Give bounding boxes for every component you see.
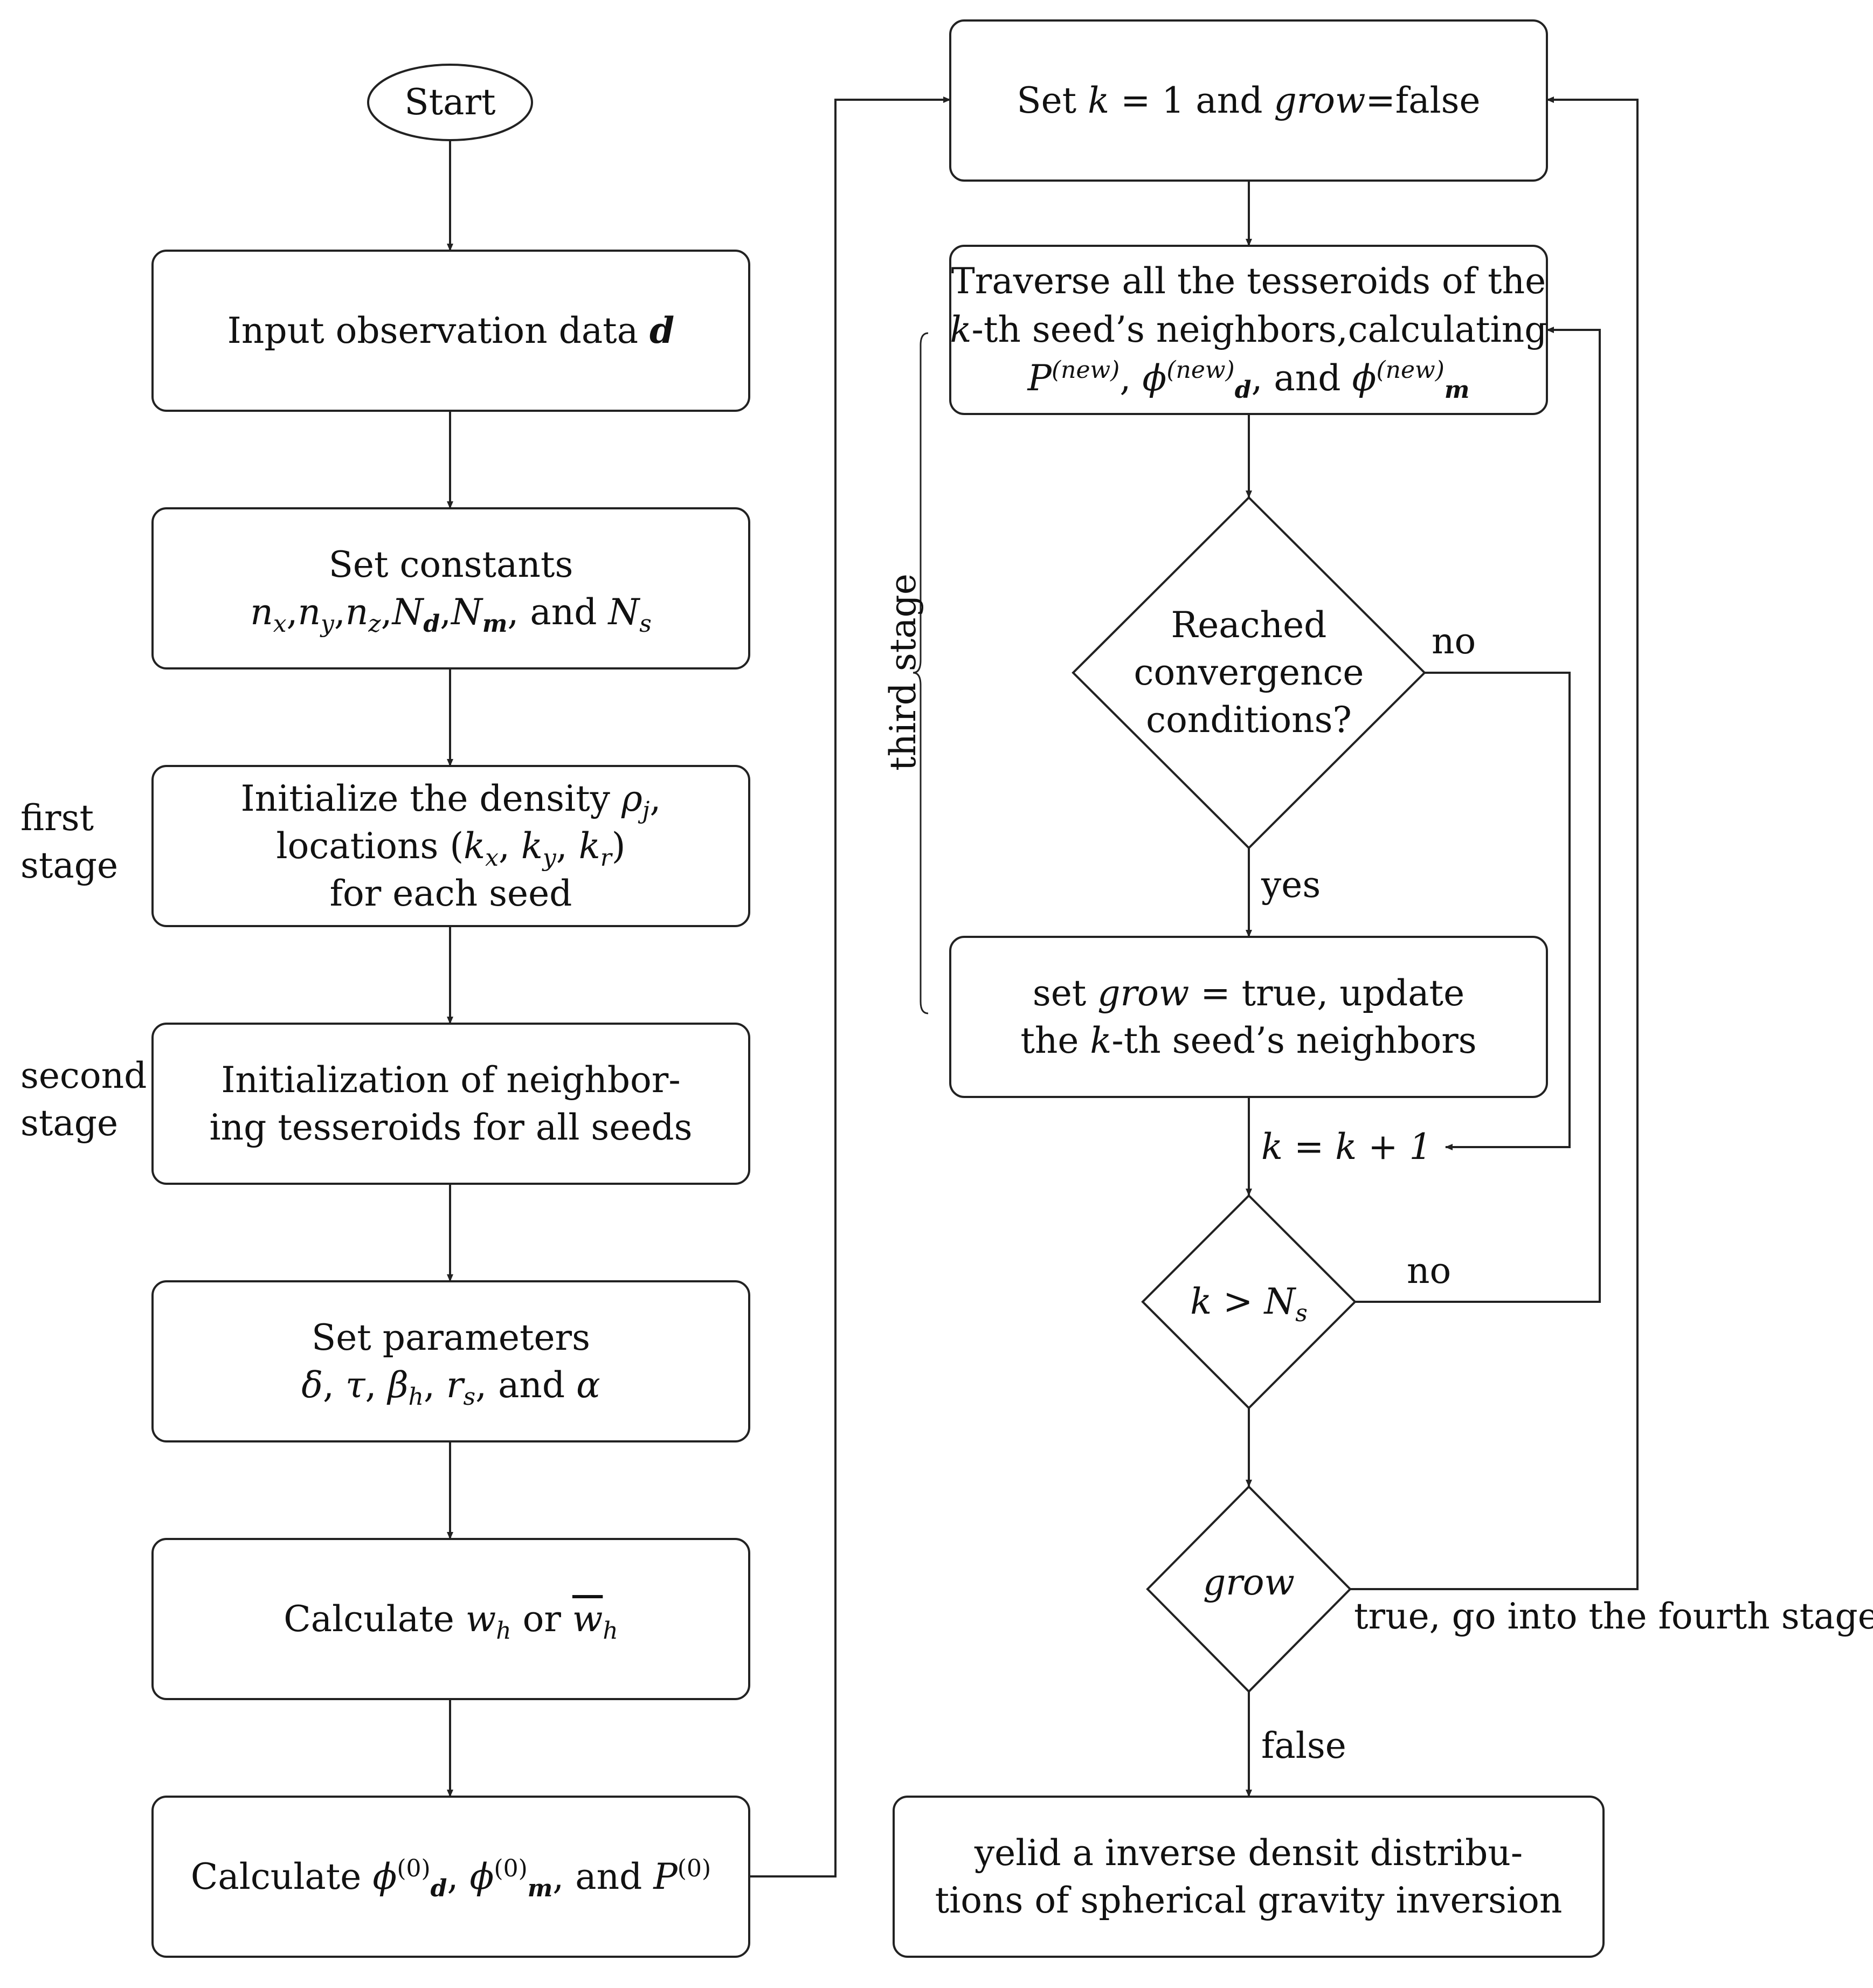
calc-phi-label: Calculate — [190, 1855, 362, 1897]
set-k-node: Set k = 1 and grow=false — [1017, 79, 1481, 121]
second-stage-label-1: second — [20, 1055, 147, 1096]
set-k-false: =false — [1365, 79, 1481, 121]
third-stage-brace — [913, 332, 929, 1014]
yield-l2: tions of spherical gravity inversion — [935, 1879, 1563, 1921]
set-grow-l2a: the — [1020, 1019, 1079, 1061]
yes-label: yes — [1261, 864, 1321, 906]
converge-l3: conditions? — [1146, 699, 1352, 741]
first-stage-label-1: first — [20, 797, 94, 839]
converge-diamond: Reached convergence conditions? — [1073, 595, 1425, 751]
traverse-l1: Traverse all the tesseroids of the — [951, 260, 1546, 302]
init-neighbor-l2: ing tesseroids for all seeds — [209, 1106, 693, 1148]
true-fourth-stage-label: true, go into the fourth stage — [1354, 1596, 1873, 1637]
calc-phi-and: and — [575, 1855, 642, 1897]
false-label: false — [1261, 1725, 1346, 1766]
set-grow-l1a: set — [1032, 972, 1087, 1014]
init-density-l2: locations — [276, 825, 439, 867]
calc-w-label: Calculate — [284, 1598, 454, 1640]
constants-and: and — [530, 591, 597, 633]
calc-w-or: or — [522, 1598, 561, 1640]
calc-w-node: Calculate wh or wh — [284, 1598, 618, 1645]
init-neighbor-node: Initialization of neighbor- ing tesseroi… — [153, 1024, 749, 1184]
converge-l1: Reached — [1171, 604, 1327, 646]
arrow-converge-no — [1425, 672, 1571, 1150]
set-grow-l1b: grow — [1097, 972, 1190, 1014]
input-node: Input observation data d — [153, 251, 749, 411]
init-neighbor-l1: Initialization of neighbor- — [221, 1059, 681, 1101]
constants-formula: nx,ny,nz,Nd,Nm, and Ns — [250, 591, 652, 638]
first-stage-label-2: stage — [20, 845, 119, 886]
converge-l2: convergence — [1134, 652, 1364, 693]
third-stage-label: third stage — [882, 574, 924, 771]
arrow-kgt-no — [1355, 327, 1601, 1303]
k-gt-diamond: k > Ns — [1190, 1281, 1308, 1328]
params-and: and — [498, 1364, 565, 1406]
calc-phi-node: Calculate ϕ(0)d, ϕ(0)m, and P(0) — [190, 1854, 711, 1902]
yield-node: yelid a inverse densit distribu- tions o… — [894, 1797, 1604, 1957]
init-density-node: Initialize the density ρj, locations (kx… — [153, 766, 749, 926]
traverse-node: Traverse all the tesseroids of the k-th … — [950, 246, 1547, 414]
input-symbol: d — [649, 309, 675, 351]
grow-diamond: grow — [1148, 1559, 1350, 1606]
constants-node: Set constants nx,ny,nz,Nd,Nm, and Ns — [153, 508, 749, 668]
start-label: Start — [404, 81, 496, 123]
k-increment-label: k = k + 1 — [1261, 1126, 1432, 1168]
arrow-calcphi-setk — [749, 96, 951, 1877]
second-stage-label-2: stage — [20, 1102, 119, 1144]
no-label-kgt: no — [1407, 1250, 1452, 1292]
init-density-l3: for each seed — [329, 872, 572, 914]
yield-l1: yelid a inverse densit distribu- — [974, 1832, 1523, 1874]
k-gt-label: k > N — [1190, 1281, 1296, 1322]
traverse-l2: -th seed’s neighbors,calculating — [971, 309, 1547, 350]
set-k-eq: = 1 and — [1121, 79, 1263, 121]
params-formula: δ, τ, βh, rs, and α — [301, 1364, 600, 1411]
input-label: Input observation data — [227, 310, 639, 351]
set-k-l1: Set — [1017, 79, 1077, 121]
set-grow-l1c: = true, update — [1200, 972, 1465, 1014]
set-grow-l2b: -th seed’s neighbors — [1111, 1019, 1477, 1061]
traverse-and: and — [1274, 357, 1341, 399]
params-node: Set parameters δ, τ, βh, rs, and α — [153, 1281, 749, 1441]
init-density-l1: Initialize the density — [240, 777, 610, 819]
start-node: Start — [368, 65, 532, 140]
grow-diamond-label: grow — [1202, 1562, 1295, 1603]
no-label-converge: no — [1432, 620, 1476, 662]
set-k-grow: grow — [1274, 79, 1366, 121]
params-title: Set parameters — [312, 1316, 590, 1358]
set-grow-node: set grow = true, update the k-th seed’s … — [1020, 972, 1477, 1061]
arrow-grow-true — [1350, 96, 1639, 1590]
constants-title: Set constants — [328, 543, 573, 585]
